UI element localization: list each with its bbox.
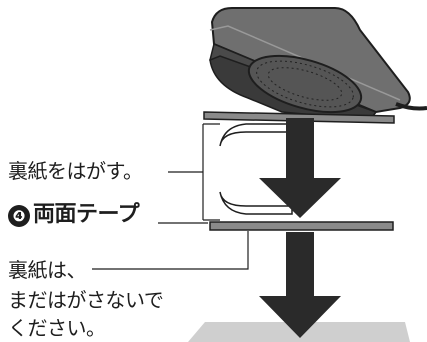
mounting-plate	[203, 111, 395, 124]
cable	[395, 102, 427, 111]
keep-backing-label-line1: 裏紙は、	[8, 258, 87, 282]
down-arrow-icon	[259, 232, 341, 338]
leader-line-keep	[92, 231, 249, 270]
step-title: 両面テープ	[33, 202, 140, 227]
double-sided-tape	[209, 221, 394, 231]
device-illustration	[209, 7, 427, 121]
keep-backing-label-line2: まだはがさないで	[8, 288, 164, 312]
backing-paper	[219, 123, 293, 215]
speaker-grille	[247, 54, 363, 114]
keep-backing-label-line3: ください。	[8, 316, 106, 340]
circled-number-icon: ❹	[8, 205, 30, 227]
peel-backing-label: 裏紙をはがす。	[8, 159, 143, 183]
down-arrow-icon	[259, 118, 341, 218]
leader-line-peel-bracket	[196, 123, 220, 221]
